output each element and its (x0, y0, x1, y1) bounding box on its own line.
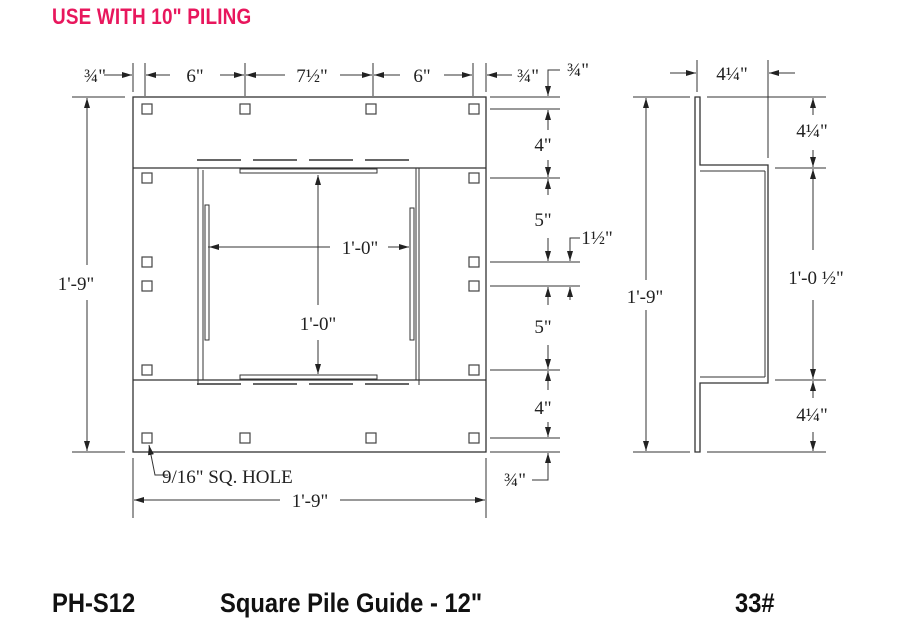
side-channel-label: 1'-0 ½" (788, 268, 844, 289)
part-description: Square Pile Guide - 12" (220, 588, 483, 618)
dim-top-edge: ¾" (567, 60, 589, 81)
dim-right-span: 6" (413, 66, 430, 87)
plate-outline (132, 96, 487, 453)
side-depth-label: 4¼" (716, 64, 748, 85)
right-dimensions: ¾" 4" 5" 1½" 5" 4" ¾" (490, 60, 613, 491)
dim-center-gap: 1½" (581, 228, 613, 249)
inner-height-label: 1'-0" (300, 314, 337, 335)
side-top-flange-label: 4¼" (796, 121, 828, 142)
front-view: 1'-0" 1'-0" ¾" 6" 7½" 6" ¾" 1'-9" (58, 60, 613, 518)
dim-left-edge: ¾" (84, 66, 106, 87)
top-dimensions: ¾" 6" 7½" 6" ¾" (84, 63, 539, 96)
dim-bottom-flange: 4" (534, 398, 551, 419)
side-height-label: 1'-9" (627, 287, 664, 308)
part-weight: 33# (735, 588, 775, 618)
square-holes (141, 103, 480, 444)
dim-bottom-edge: ¾" (504, 470, 526, 491)
dim-right-edge: ¾" (517, 66, 539, 87)
dim-lower-gap: 5" (534, 317, 551, 338)
dim-center-span: 7½" (296, 66, 328, 87)
overall-width-label: 1'-9" (292, 491, 329, 512)
side-bottom-flange-label: 4¼" (796, 405, 828, 426)
usage-banner: USE WITH 10" PILING (52, 4, 252, 29)
hole-note: 9/16" SQ. HOLE (162, 467, 293, 488)
part-number: PH-S12 (52, 588, 136, 618)
dim-left-span: 6" (186, 66, 203, 87)
dim-upper-gap: 5" (534, 210, 551, 231)
inner-width-label: 1'-0" (342, 238, 379, 259)
dim-top-flange: 4" (534, 135, 551, 156)
side-view: 4¼" 1'-9" 4¼" 1'-0 ½" 4¼" (627, 60, 844, 453)
overall-height-label: 1'-9" (58, 274, 95, 295)
side-profile (694, 96, 769, 453)
inner-channel (197, 159, 420, 385)
